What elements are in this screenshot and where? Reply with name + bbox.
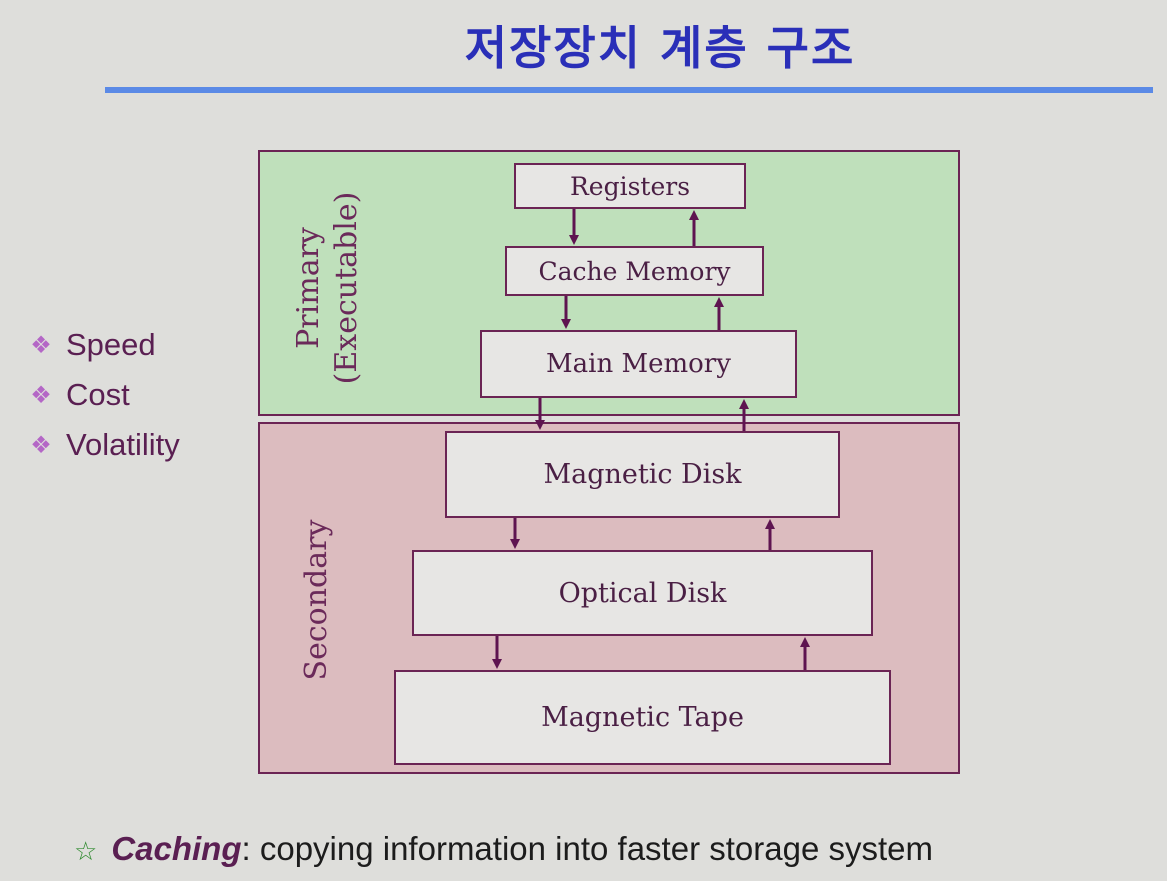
caching-definition: : copying information into faster storag… [241, 830, 934, 867]
secondary-region-label: Secondary [299, 519, 334, 681]
slide-title: 저장장치 계층 구조 [464, 21, 856, 75]
primary-label-text: Primary [291, 227, 326, 349]
bullet-text: Speed [66, 327, 156, 362]
registers-box: Registers [514, 163, 746, 209]
cache-memory-box: Cache Memory [505, 246, 764, 296]
property-bullet-list: ❖ Speed ❖ Cost ❖ Volatility [30, 320, 180, 470]
bullet-item-cost: ❖ Cost [30, 370, 180, 420]
diamond-bullet-icon: ❖ [30, 381, 52, 409]
diamond-bullet-icon: ❖ [30, 431, 52, 459]
primary-region-label: Primary (Executable) [290, 178, 366, 398]
primary-sublabel-text: (Executable) [329, 191, 364, 385]
bullet-item-speed: ❖ Speed [30, 320, 180, 370]
optical-disk-box: Optical Disk [412, 550, 873, 636]
star-outline-icon: ☆ [74, 836, 98, 866]
bullet-item-volatility: ❖ Volatility [30, 420, 180, 470]
caching-term: Caching [111, 830, 242, 867]
bullet-text: Cost [66, 377, 130, 412]
diamond-bullet-icon: ❖ [30, 331, 52, 359]
title-underline [105, 87, 1153, 93]
caching-note: ☆ Caching: copying information into faste… [74, 830, 933, 868]
bullet-text: Volatility [66, 427, 180, 462]
main-memory-box: Main Memory [480, 330, 797, 398]
magnetic-tape-box: Magnetic Tape [394, 670, 891, 765]
magnetic-disk-box: Magnetic Disk [445, 431, 840, 518]
